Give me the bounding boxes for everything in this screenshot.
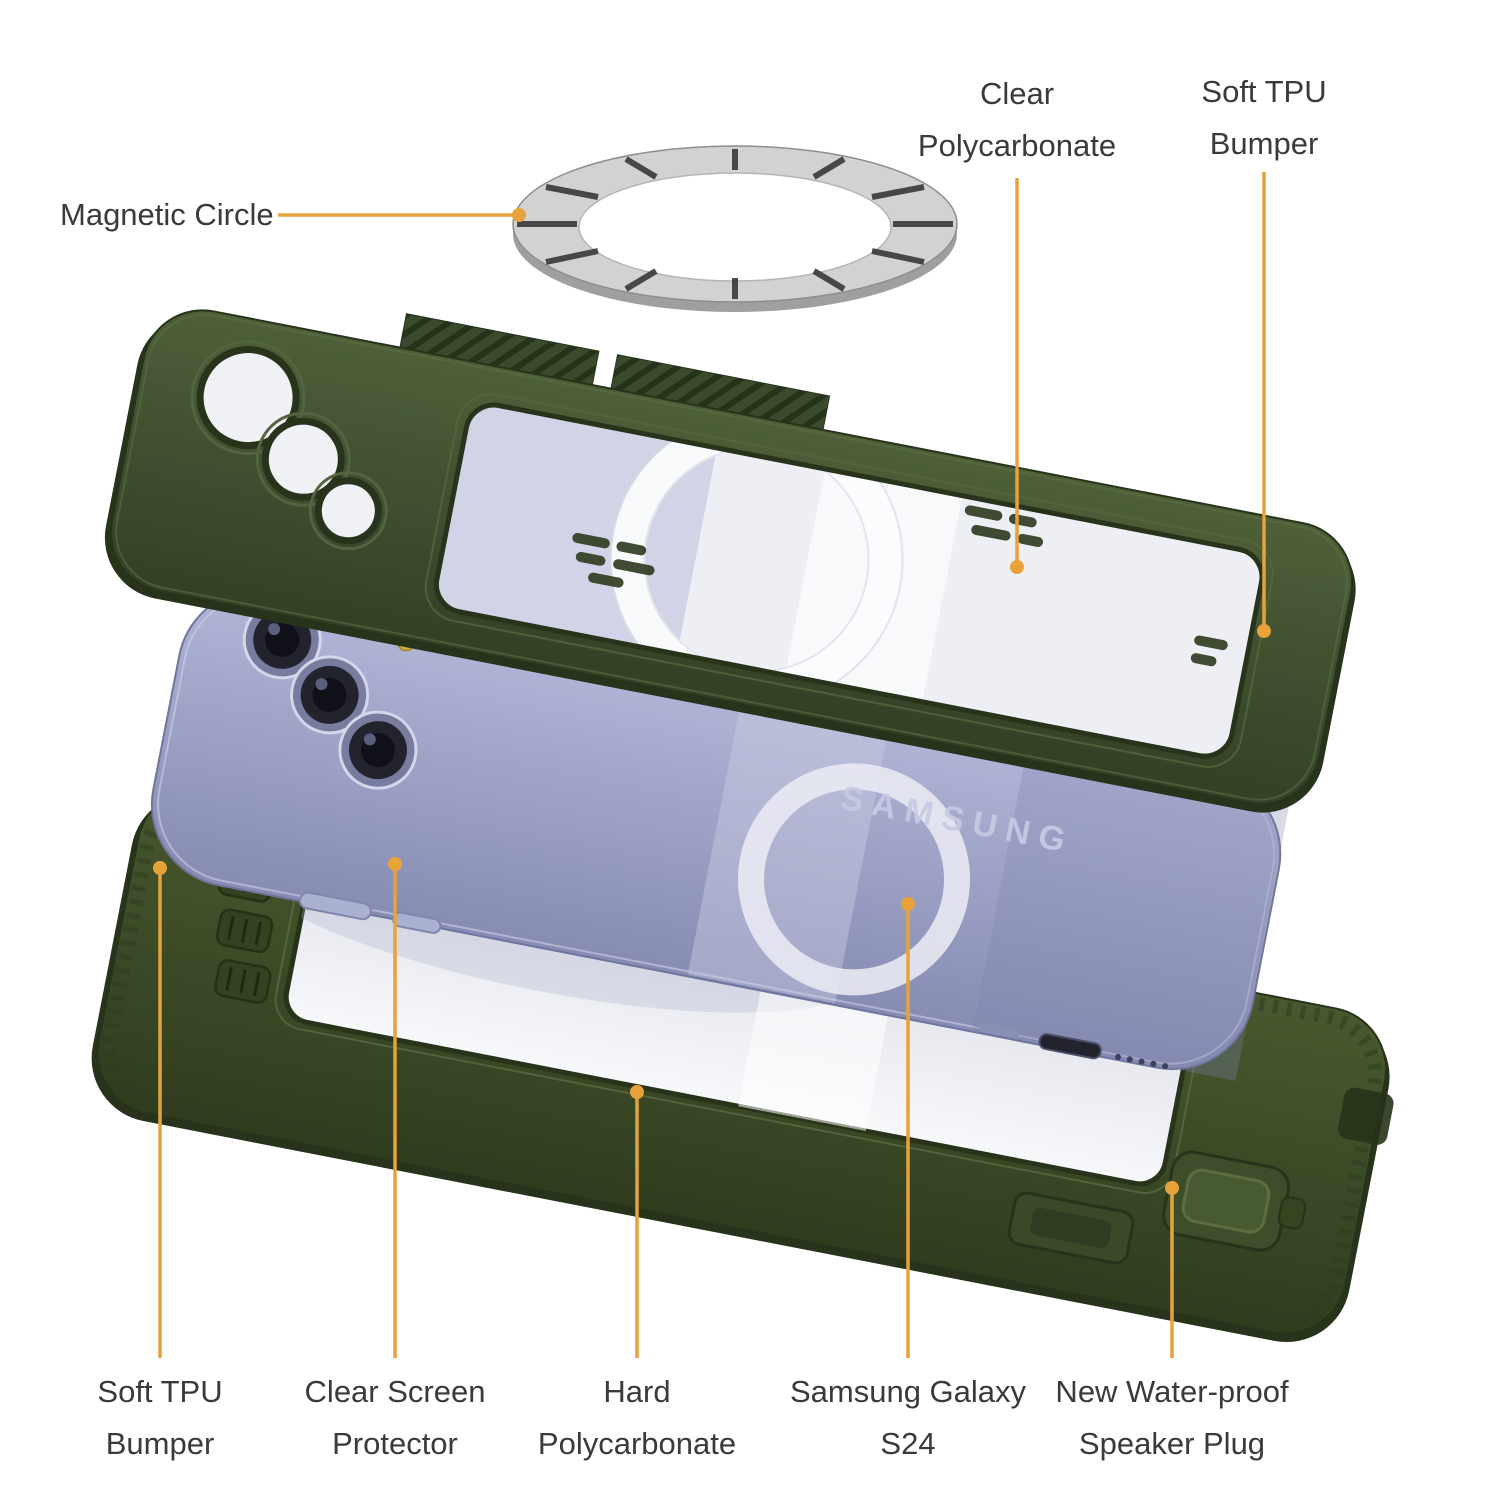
- label-new-waterproof-speaker-plug: New Water-proof Speaker Plug: [1055, 1366, 1288, 1470]
- leader-dot-samsung-galaxy-s24: [901, 897, 915, 911]
- label-hard-polycarbonate: Hard Polycarbonate: [538, 1366, 736, 1470]
- label-line: Soft TPU: [1201, 74, 1327, 109]
- label-line: Soft TPU: [97, 1374, 223, 1409]
- frame-highlight: [115, 313, 1348, 801]
- label-magnetic-circle: Magnetic Circle: [60, 189, 274, 241]
- label-soft-tpu-bumper-bottom: Soft TPU Bumper: [97, 1366, 222, 1470]
- label-line: Polycarbonate: [537, 1426, 737, 1461]
- ring-segment-marks: [517, 149, 953, 299]
- phone-side-buttons: [298, 891, 442, 934]
- label-clear-screen-protector: Clear Screen Protector: [305, 1366, 486, 1470]
- leader-dot-magnetic-circle: [512, 208, 526, 222]
- label-soft-tpu-bumper-top: Soft TPU Bumper: [1201, 66, 1326, 170]
- label-line: Bumper: [105, 1426, 215, 1461]
- leader-dot-soft-tpu-bumper-bottom: [153, 861, 167, 875]
- front-frame-group: [104, 309, 1356, 813]
- label-line: Samsung Galaxy: [789, 1374, 1027, 1409]
- label-line: Clear Screen: [304, 1374, 486, 1409]
- leader-dot-clear-polycarbonate: [1010, 560, 1024, 574]
- label-line: S24: [880, 1426, 936, 1461]
- case-latch-clip: [1007, 1191, 1135, 1265]
- ring-inner: [578, 172, 892, 282]
- waterproof-speaker-plug: [1162, 1150, 1307, 1252]
- leader-lines: [153, 172, 1271, 1358]
- label-samsung-galaxy-s24: Samsung Galaxy S24: [790, 1366, 1026, 1470]
- leader-dot-hard-polycarbonate: [630, 1085, 644, 1099]
- phone-camera-lenses: [242, 600, 418, 790]
- phone-sim-tray: [979, 1022, 1019, 1038]
- phone-reflection-band: [687, 683, 892, 1003]
- phone-speaker-holes: [1114, 1053, 1169, 1070]
- case-port-notch: [1338, 1087, 1394, 1145]
- label-line: Hard: [603, 1374, 671, 1409]
- leader-dot-soft-tpu-bumper-top: [1257, 624, 1271, 638]
- label-clear-polycarbonate: Clear Polycarbonate: [918, 68, 1116, 172]
- magnetic-ring-group: [512, 145, 958, 312]
- phone-shade-band: [972, 739, 1293, 1081]
- label-line: Speaker Plug: [1078, 1426, 1266, 1461]
- label-line: New Water-proof: [1055, 1374, 1289, 1409]
- phone-usbc-port: [1038, 1033, 1102, 1060]
- leader-dot-speaker-plug: [1165, 1181, 1179, 1195]
- phone-magsafe-ring: [738, 763, 971, 996]
- frame-window-bevel-outer: [424, 393, 1274, 768]
- label-line: Polycarbonate: [917, 128, 1117, 163]
- label-line: Clear: [979, 76, 1055, 111]
- frame-window-bevel-inner: [433, 402, 1265, 759]
- label-line: Magnetic Circle: [60, 197, 274, 232]
- frame-camera-cutouts: [190, 340, 388, 551]
- leader-dot-clear-screen-protector: [388, 857, 402, 871]
- bumper-knurl-texture: [101, 792, 1382, 1330]
- phone-group: SAMSUNG: [150, 588, 1293, 1081]
- label-line: Protector: [332, 1426, 458, 1461]
- label-line: Bumper: [1209, 126, 1319, 161]
